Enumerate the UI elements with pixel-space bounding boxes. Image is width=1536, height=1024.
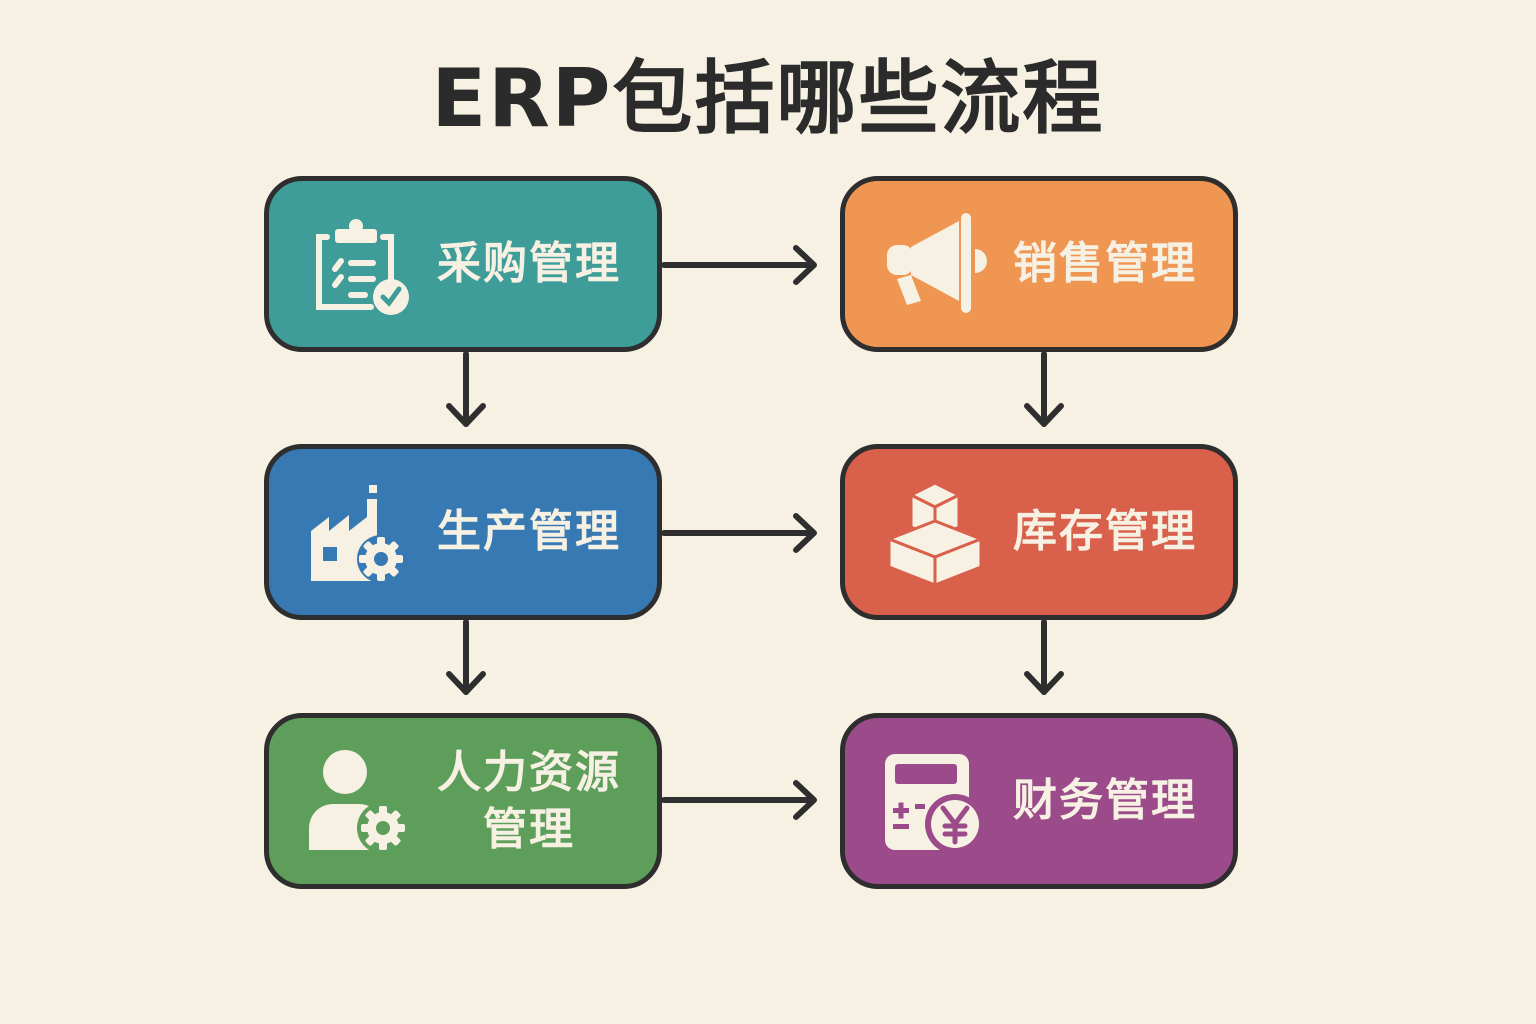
arrow-hr-to-finance bbox=[661, 780, 817, 820]
arrow-production-to-inventory bbox=[661, 513, 817, 553]
node-label: 财务管理 bbox=[1013, 775, 1197, 827]
node-label: 库存管理 bbox=[1013, 506, 1197, 558]
page-title: ERP包括哪些流程 bbox=[431, 52, 1105, 145]
node-sales[interactable]: 销售管理 bbox=[840, 176, 1238, 352]
node-production[interactable]: 生产管理 bbox=[264, 444, 662, 620]
arrow-purchase-to-sales bbox=[661, 245, 817, 285]
node-label: 销售管理 bbox=[1013, 238, 1197, 290]
node-label: 采购管理 bbox=[437, 238, 621, 290]
node-hr[interactable]: 人力资源 管理 bbox=[264, 713, 662, 889]
user-gear-icon bbox=[309, 750, 409, 854]
arrow-inventory-to-finance bbox=[1024, 619, 1064, 695]
node-purchase[interactable]: 采购管理 bbox=[264, 176, 662, 352]
node-label-line2: 管理 bbox=[483, 804, 575, 855]
node-finance[interactable]: 财务管理 bbox=[840, 713, 1238, 889]
calculator-yen-icon bbox=[885, 754, 985, 854]
node-label-line1: 人力资源 bbox=[437, 746, 621, 798]
node-label: 生产管理 bbox=[437, 506, 621, 558]
arrow-production-to-hr bbox=[446, 619, 486, 695]
megaphone-icon bbox=[887, 213, 987, 313]
factory-gear-icon bbox=[311, 485, 405, 583]
clipboard-check-icon bbox=[316, 219, 409, 315]
arrow-sales-to-inventory bbox=[1024, 351, 1064, 427]
node-inventory[interactable]: 库存管理 bbox=[840, 444, 1238, 620]
boxes-icon bbox=[887, 481, 983, 587]
arrow-purchase-to-production bbox=[446, 351, 486, 427]
